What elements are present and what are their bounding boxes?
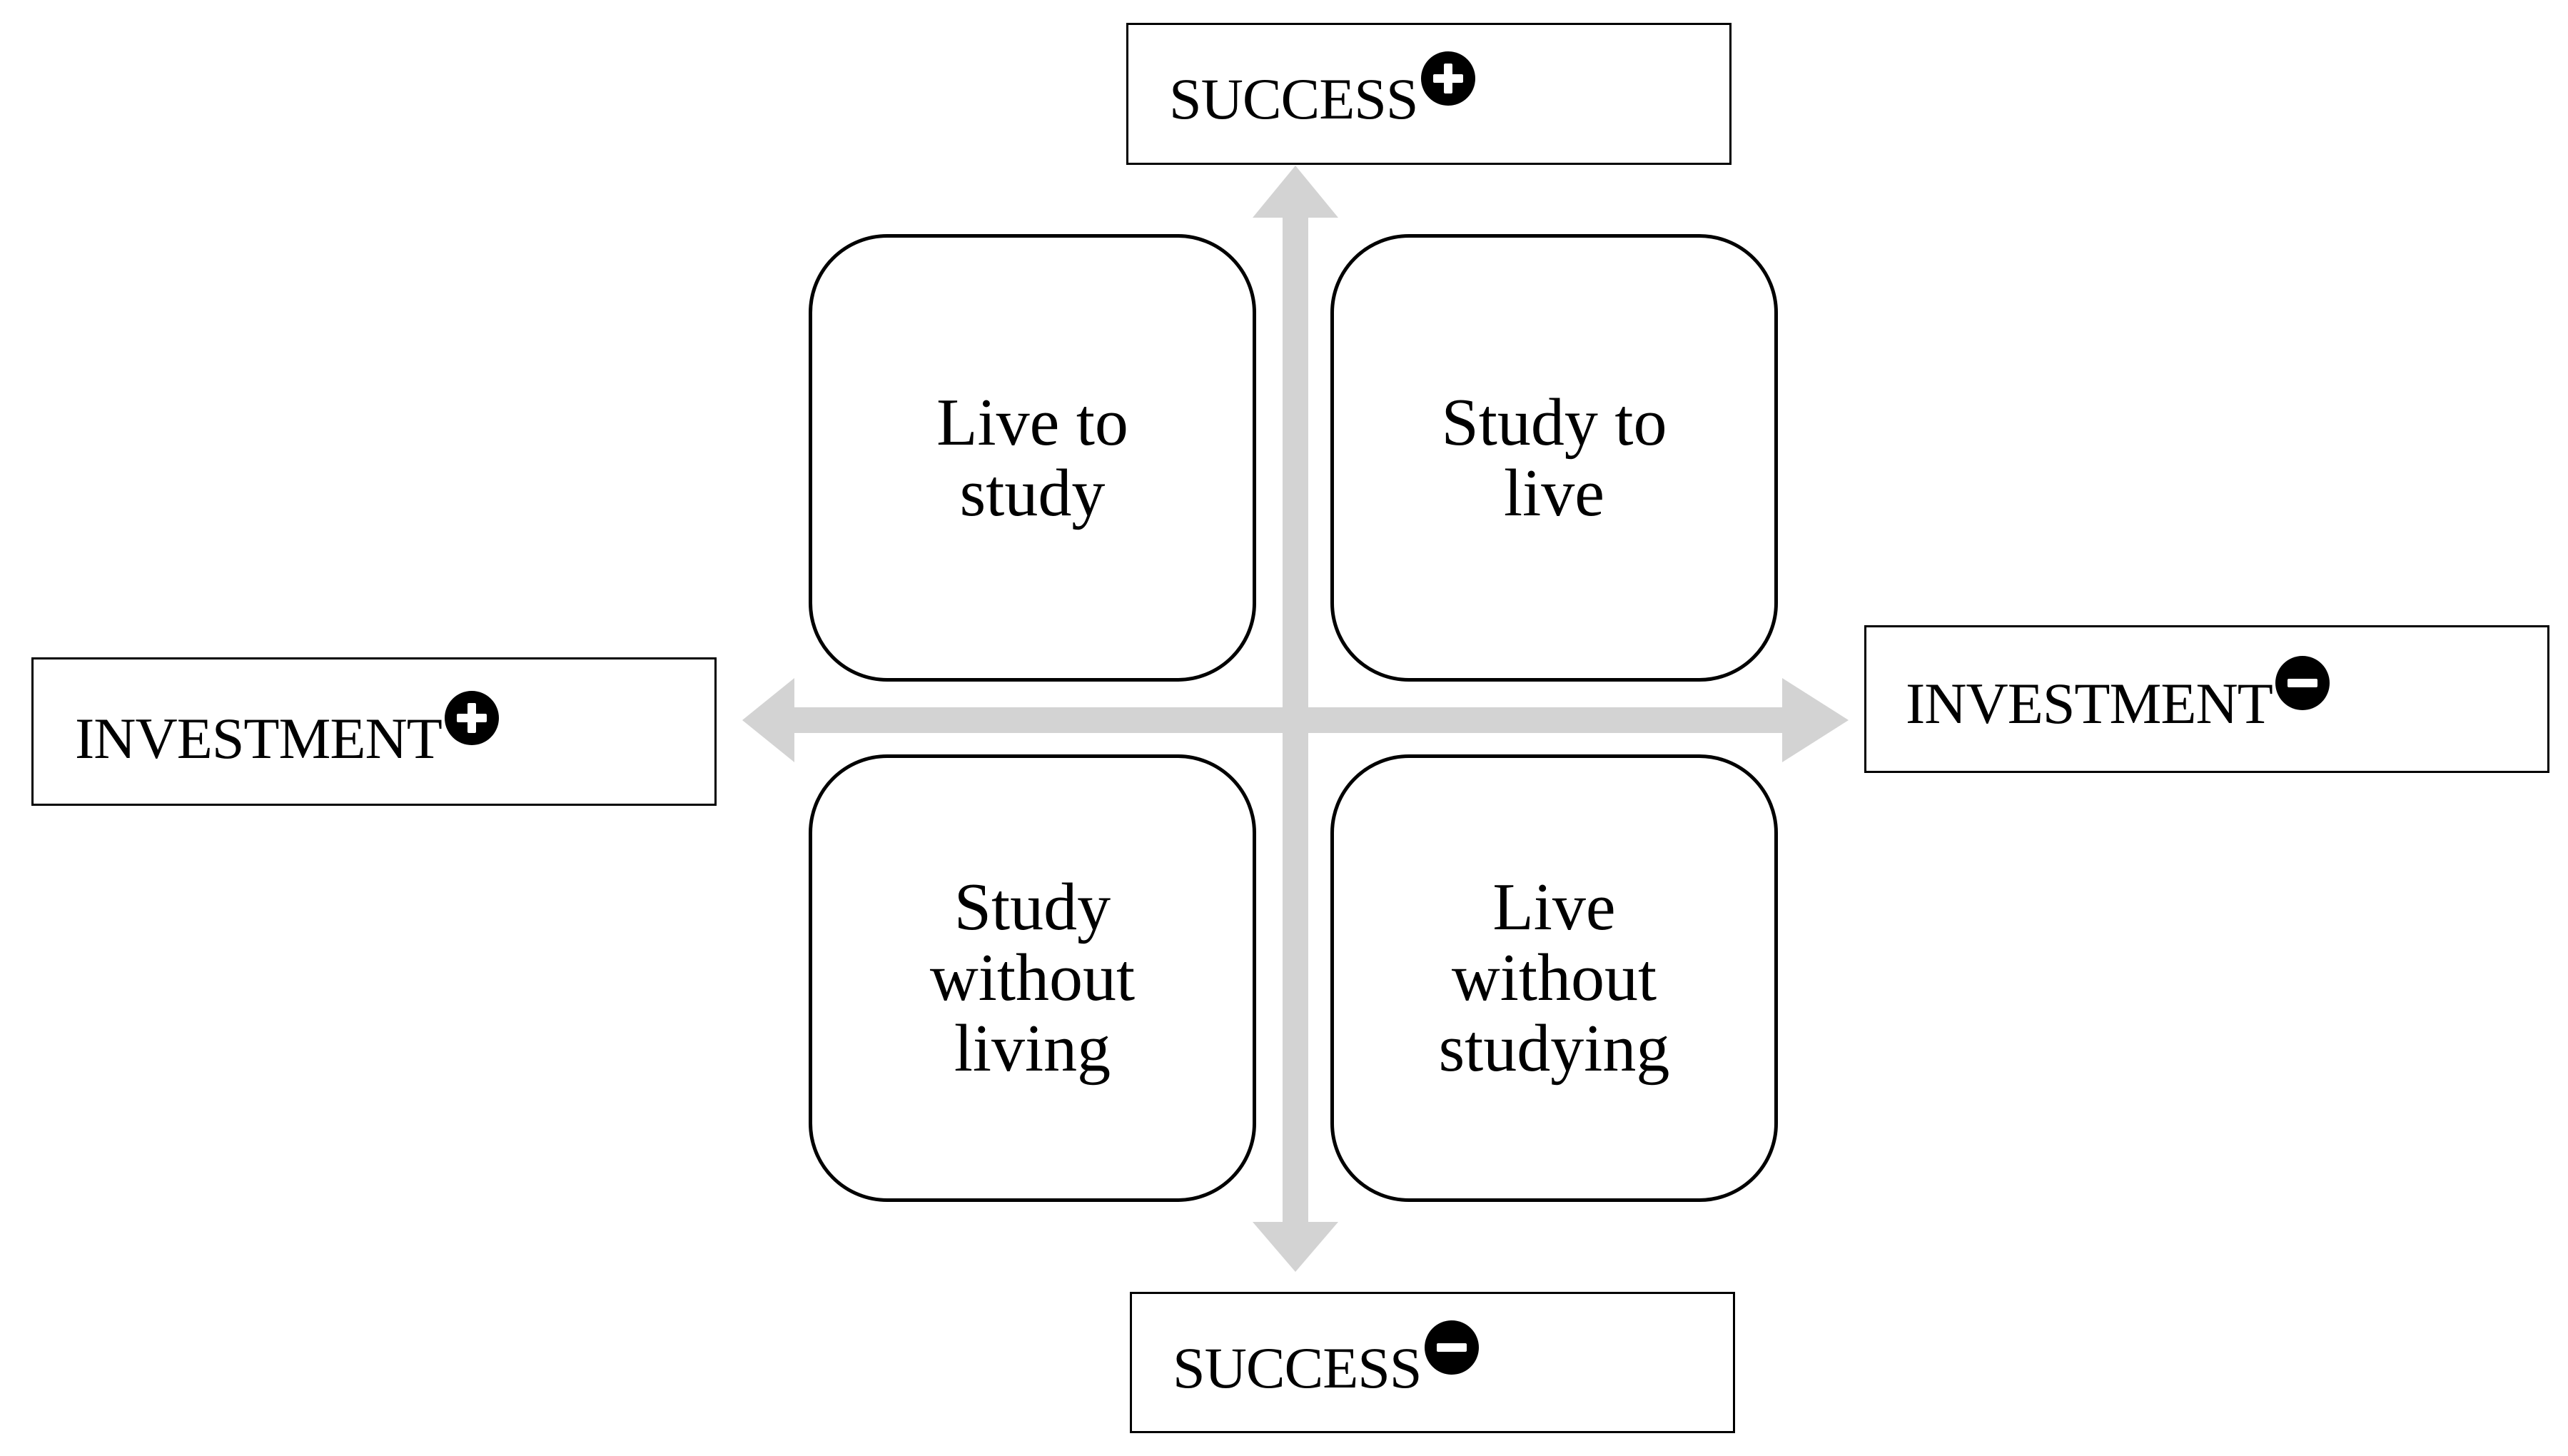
quadrant-study-to-live-label: Study to live (1441, 385, 1667, 530)
arrowhead-up (1253, 166, 1338, 218)
success-minus-text: SUCCESS (1173, 1335, 1422, 1400)
investment-plus-label: INVESTMENT (75, 691, 499, 771)
success-minus-label: SUCCESS (1173, 1320, 1479, 1400)
arrowhead-left (742, 678, 794, 762)
investment-minus-label: INVESTMENT (1906, 656, 2330, 736)
minus-circle-icon (2275, 656, 2330, 710)
success-plus-label: SUCCESS (1169, 51, 1475, 131)
plus-circle-icon (444, 691, 499, 745)
arrowhead-down (1253, 1222, 1338, 1272)
investment-minus-box (1864, 625, 2549, 773)
quadrant-study-without-living-label: Study without living (929, 870, 1136, 1086)
success-plus-text: SUCCESS (1169, 66, 1419, 131)
investment-plus-box (31, 657, 717, 806)
quadrant-live-without-studying: Live without studying (1330, 754, 1778, 1202)
quadrant-study-without-living: Study without living (809, 754, 1256, 1202)
quadrant-live-to-study: Live to study (809, 234, 1256, 682)
investment-plus-text: INVESTMENT (75, 706, 443, 771)
quadrant-live-to-study-label: Live to study (936, 385, 1128, 530)
quadrant-study-to-live: Study to live (1330, 234, 1778, 682)
plus-circle-icon (1420, 51, 1475, 106)
minus-circle-icon (1424, 1320, 1479, 1375)
investment-minus-text: INVESTMENT (1906, 671, 2273, 736)
quadrant-live-without-studying-label: Live without studying (1438, 870, 1670, 1086)
arrowhead-right (1782, 678, 1849, 762)
vertical-axis-line (1283, 214, 1308, 1228)
